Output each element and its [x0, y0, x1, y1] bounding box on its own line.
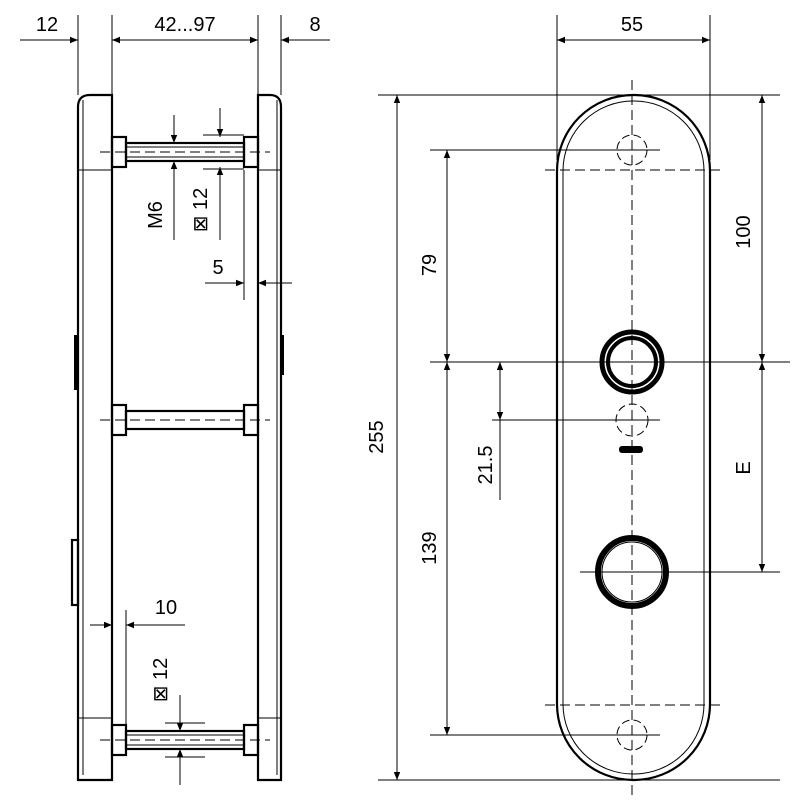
dim-square-top: ⊠ 12	[190, 188, 212, 233]
dim-12: 12	[36, 14, 58, 36]
escutcheon-plate	[555, 93, 712, 782]
dim-139: 139	[419, 531, 441, 564]
bolt-middle	[100, 403, 270, 437]
dim-door-range: 42...97	[154, 14, 215, 36]
dim-square-bottom: ⊠ 12	[150, 658, 172, 703]
dim-m6: M6	[145, 201, 167, 229]
dim-e: E	[733, 461, 755, 474]
front-view: 55 255 79 139 21.5 100 E	[366, 14, 790, 795]
side-view: 12 42...97 8 M6 ⊠ 12 5 10 ⊠ 12	[20, 14, 330, 785]
dim-100: 100	[733, 215, 755, 248]
bolt-bottom	[100, 723, 270, 757]
dim-5: 5	[212, 257, 223, 279]
bolt-top	[100, 135, 270, 169]
dim-55: 55	[621, 14, 643, 36]
dim-21-5: 21.5	[475, 446, 497, 485]
dim-8: 8	[309, 14, 320, 36]
dim-10: 10	[155, 597, 177, 619]
keyhole-mark	[619, 446, 643, 453]
right-plate	[256, 93, 283, 782]
dim-79: 79	[419, 254, 441, 276]
dim-255: 255	[366, 420, 388, 453]
